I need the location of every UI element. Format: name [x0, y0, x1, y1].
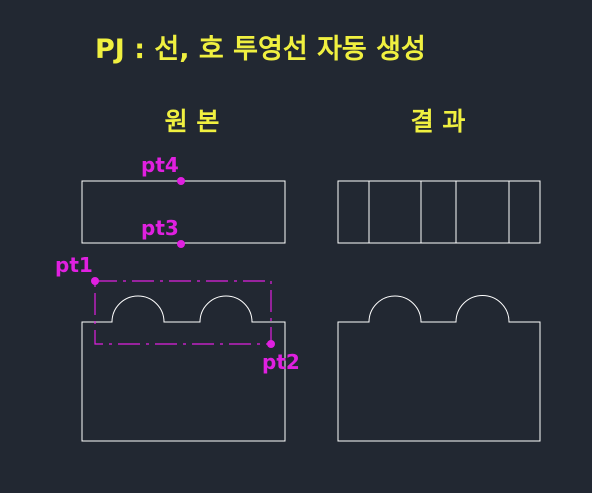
- original-front-view[interactable]: [81, 295, 286, 442]
- pt2-marker[interactable]: [267, 340, 275, 348]
- page-title: PJ : 선, 호 투영선 자동 생성: [95, 34, 426, 65]
- pt2-label: pt2: [262, 350, 300, 374]
- result-front-view[interactable]: [337, 295, 541, 442]
- pt1-marker[interactable]: [91, 277, 99, 285]
- heading-original: 원 본: [165, 107, 220, 136]
- original-top-view[interactable]: [81, 180, 286, 244]
- pt4-marker[interactable]: [177, 177, 185, 185]
- selection-window: [94, 280, 272, 345]
- pt1-label: pt1: [55, 253, 93, 277]
- result-top-view[interactable]: [337, 180, 541, 244]
- result-drawing: [337, 180, 541, 442]
- pt3-marker[interactable]: [177, 240, 185, 248]
- pt3-label: pt3: [141, 216, 179, 240]
- original-drawing: pt4 pt3 pt1 pt2: [55, 153, 300, 442]
- heading-result: 결 과: [411, 107, 466, 136]
- pt4-label: pt4: [141, 153, 179, 177]
